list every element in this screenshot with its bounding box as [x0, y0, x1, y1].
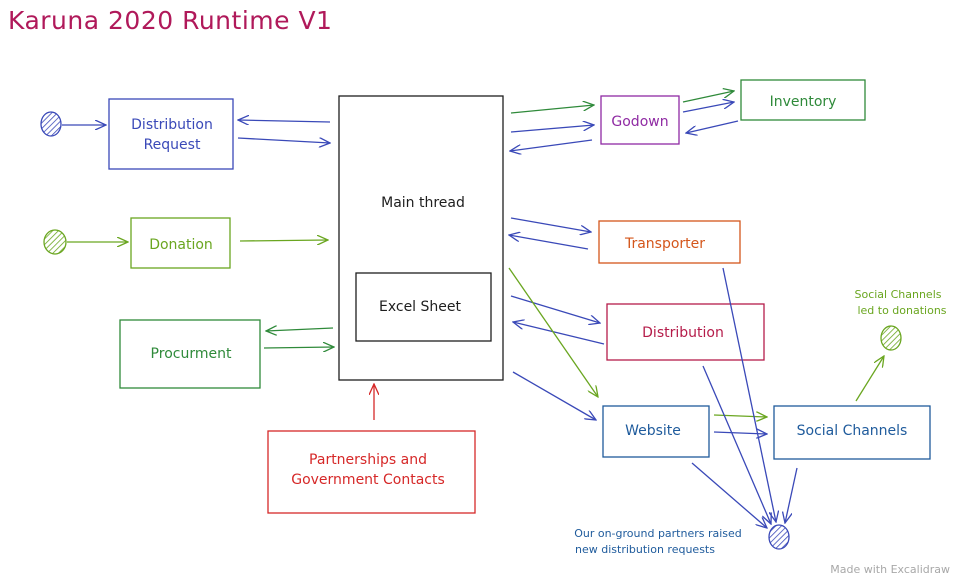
distribution-request-box	[108, 98, 234, 170]
partnerships-box	[267, 430, 476, 514]
arrow-donation-to-main	[239, 240, 328, 241]
transporter-label: Transporter	[624, 236, 705, 252]
donation-label: Donation	[149, 237, 213, 253]
arrow-godown-to-inventory-blue	[682, 102, 734, 113]
arrow-godown-to-main	[510, 139, 593, 151]
donation-box	[130, 217, 231, 269]
procurement-box	[119, 319, 261, 389]
inventory-label: Inventory	[770, 94, 837, 110]
transporter-box	[598, 220, 741, 264]
partners-note-line-1: Our on-ground partners raised	[574, 527, 742, 540]
arrow-transporter-to-partners	[722, 267, 776, 522]
procurement-label: Procurment	[151, 346, 232, 362]
distribution-box	[606, 303, 765, 361]
arrow-social-to-donations	[855, 356, 884, 402]
arrow-main-to-website-blue	[512, 371, 596, 420]
arrow-website-to-partners	[691, 462, 767, 528]
website-box	[602, 405, 710, 458]
arrow-main-to-transporter	[510, 217, 591, 232]
social-note-line-1: Social Channels	[854, 288, 941, 301]
website-label: Website	[625, 423, 681, 439]
partners-note-line-2: new distribution requests	[575, 543, 715, 556]
main-thread-box	[338, 95, 504, 381]
arrow-main-to-godown-green	[510, 105, 594, 114]
end-node-partners	[768, 524, 790, 550]
social-channels-label: Social Channels	[797, 423, 908, 439]
godown-box	[600, 95, 680, 145]
excalidraw-watermark: Made with Excalidraw	[830, 563, 950, 576]
arrow-main-to-procurement	[266, 328, 334, 331]
excel-sheet-label: Excel Sheet	[379, 299, 462, 315]
start-node-distribution	[40, 111, 62, 137]
arrow-main-to-godown-blue	[510, 125, 594, 133]
arrow-distribution-to-partners	[702, 365, 771, 524]
diagram-title: Karuna 2020 Runtime V1	[8, 6, 333, 35]
excel-sheet-box	[355, 272, 492, 342]
distribution-label: Distribution	[642, 325, 724, 341]
distribution-request-label-1: Distribution	[131, 117, 213, 133]
distribution-request-label-2: Request	[144, 137, 201, 153]
arrow-inventory-to-godown	[686, 120, 739, 133]
arrow-godown-to-inventory-green	[682, 91, 734, 103]
arrow-main-to-website-green	[508, 267, 598, 397]
partnerships-label-1: Partnerships and	[309, 452, 427, 468]
arrow-procurement-to-main	[263, 347, 334, 348]
partnerships-label-2: Government Contacts	[291, 472, 445, 488]
arrow-social-to-partners	[785, 467, 798, 523]
arrow-distribution-request-to-main	[237, 137, 330, 143]
arrow-website-to-social-blue	[713, 432, 767, 434]
arrow-main-to-distribution-request	[238, 120, 331, 122]
arrow-transporter-to-main	[509, 235, 589, 250]
social-note-line-2: led to donations	[857, 304, 946, 317]
end-node-social	[880, 325, 902, 351]
social-channels-box	[773, 405, 931, 460]
main-thread-label: Main thread	[381, 195, 465, 211]
start-node-donation	[43, 229, 67, 255]
arrow-distribution-to-main	[513, 322, 605, 345]
arrow-website-to-social-green	[713, 415, 767, 417]
godown-label: Godown	[611, 114, 668, 130]
inventory-box	[740, 79, 866, 121]
arrow-main-to-distribution	[510, 295, 600, 323]
